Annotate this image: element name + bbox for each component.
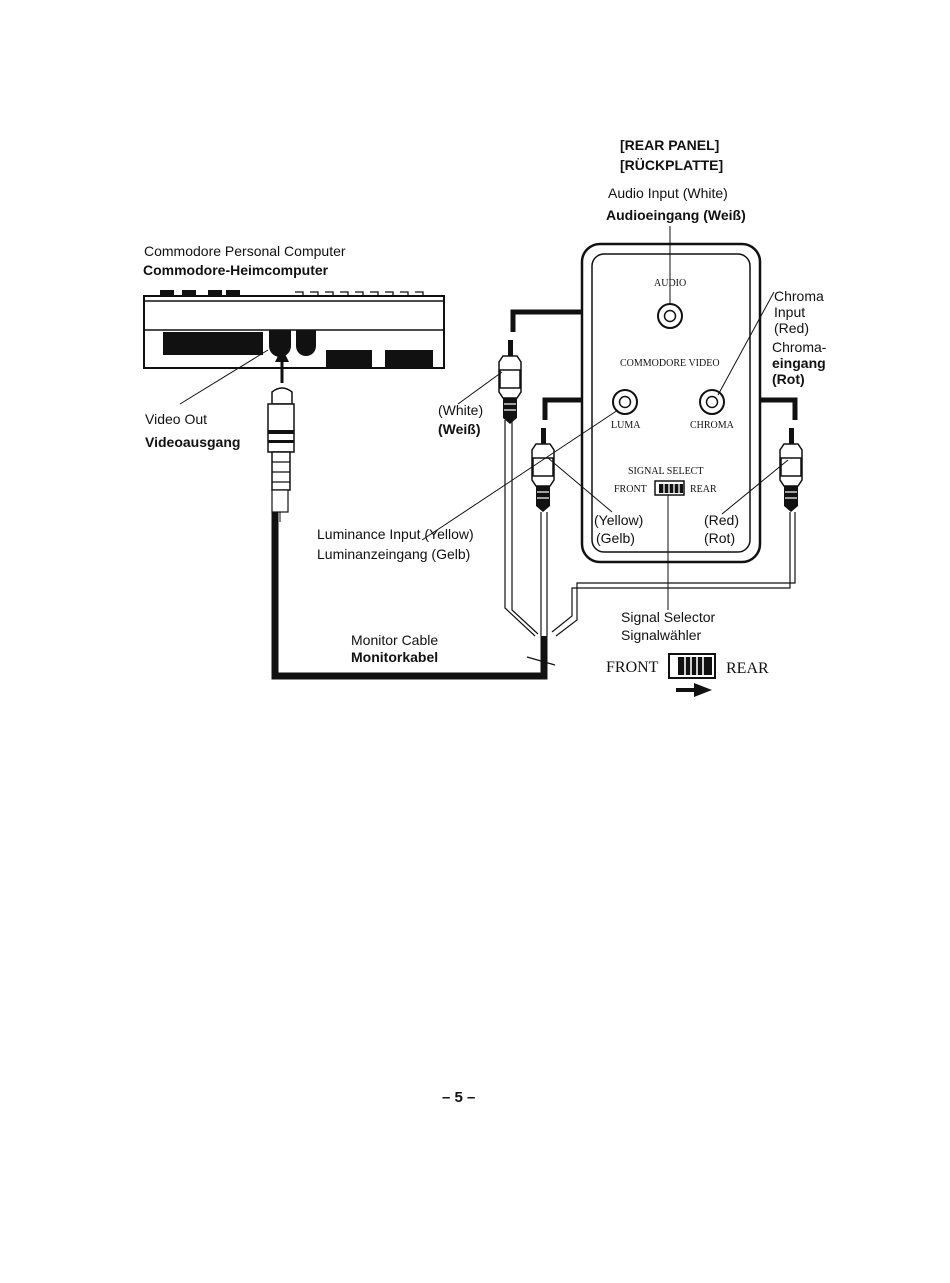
switch-front-label: FRONT <box>606 659 659 676</box>
panel-title-de: [RÜCKPLATTE] <box>620 157 723 173</box>
video-out-arrow <box>275 348 289 383</box>
chroma-label-3: (Red) <box>774 320 809 336</box>
chroma-label-1: Chroma <box>774 288 824 304</box>
yellow-label-de: (Gelb) <box>596 530 635 546</box>
white-label-de: (Weiß) <box>438 421 481 437</box>
switch-rear-label: REAR <box>726 660 769 677</box>
luma-jack <box>612 389 638 415</box>
red-label-de: (Rot) <box>704 530 735 546</box>
rear-panel <box>580 242 762 564</box>
audio-input-label: Audio Input (White) <box>608 185 728 201</box>
leader-lines <box>179 226 789 610</box>
computer-label-de: Commodore-Heimcomputer <box>143 262 329 278</box>
red-label: (Red) <box>704 512 739 528</box>
audio-input-label-de: Audioeingang (Weiß) <box>606 207 746 223</box>
panel-rear-label: REAR <box>690 484 717 495</box>
switch-direction-arrow-icon <box>676 683 712 697</box>
panel-chroma-label: CHROMA <box>690 420 735 431</box>
chroma-label-5: eingang <box>772 355 826 371</box>
split-cables <box>504 420 796 666</box>
signal-selector-label: Signal Selector <box>621 609 716 625</box>
panel-signal-select-label: SIGNAL SELECT <box>628 466 703 477</box>
luminance-input-label: Luminance Input (Yellow) <box>317 526 474 542</box>
signal-selector-label-de: Signalwähler <box>621 627 701 643</box>
rca-plug-yellow <box>531 428 555 512</box>
rca-plug-red <box>779 428 803 512</box>
computer-label: Commodore Personal Computer <box>144 243 346 259</box>
signal-select-switch <box>654 480 685 496</box>
monitor-cable-label-de: Monitorkabel <box>351 649 438 665</box>
chroma-label-6: (Rot) <box>772 371 805 387</box>
panel-audio-label: AUDIO <box>654 278 686 289</box>
monitor-cable-label: Monitor Cable <box>351 632 438 648</box>
din-plug <box>267 387 295 513</box>
yellow-label: (Yellow) <box>594 512 643 528</box>
selector-switch-large <box>668 653 716 679</box>
page-number: – 5 – <box>442 1089 475 1106</box>
chroma-jack <box>699 389 725 415</box>
chroma-label-2: Input <box>774 304 805 320</box>
panel-title: [REAR PANEL] <box>620 137 719 153</box>
monitor-cable <box>271 512 548 680</box>
computer-illustration <box>143 290 445 369</box>
white-label: (White) <box>438 402 483 418</box>
chroma-label-4: Chroma- <box>772 339 827 355</box>
luminance-input-label-de: Luminanzeingang (Gelb) <box>317 546 470 562</box>
audio-jack <box>657 303 683 329</box>
panel-front-label: FRONT <box>614 484 647 495</box>
video-out-label: Video Out <box>145 411 207 427</box>
video-port <box>269 330 291 357</box>
video-out-label-de: Videoausgang <box>145 434 240 450</box>
panel-luma-label: LUMA <box>611 420 641 431</box>
panel-brand: COMMODORE VIDEO <box>620 358 720 369</box>
rca-plug-white <box>498 340 522 424</box>
